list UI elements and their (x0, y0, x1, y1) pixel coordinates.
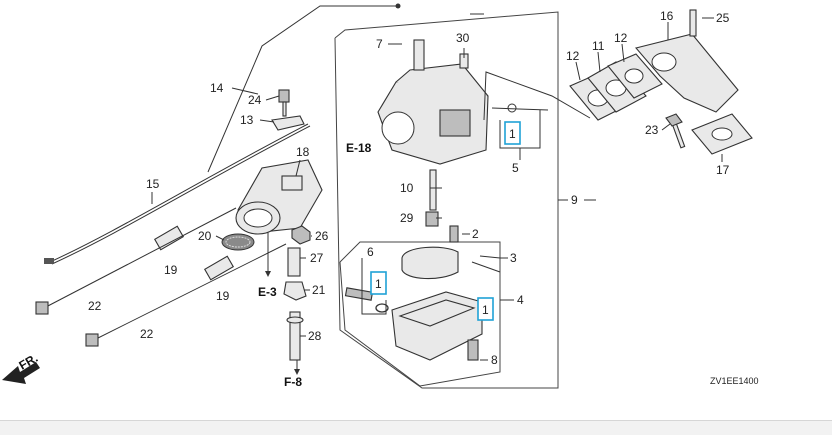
collar-lower (203, 255, 235, 281)
callout-23: 23 (645, 123, 659, 137)
nut-26 (291, 225, 311, 245)
callout-3: 3 (510, 251, 517, 265)
ref-f8: F-8 (284, 375, 302, 389)
callout-10: 10 (400, 181, 414, 195)
callout-16: 16 (660, 9, 674, 23)
callout-22-lower: 22 (140, 327, 154, 341)
leader-lines (151, 13, 723, 375)
gasket-12-inner (607, 53, 663, 99)
cable-bracket (271, 89, 305, 131)
callout-5: 5 (512, 161, 519, 175)
gasket-17 (691, 113, 753, 155)
throttle-rod (207, 3, 401, 173)
callout-1-upper: 1 (509, 127, 516, 141)
long-bolt-lower (85, 243, 287, 347)
callout-14: 14 (210, 81, 224, 95)
bottom-scroll-strip (0, 420, 832, 435)
callout-29: 29 (400, 211, 414, 225)
callout-1-lower: 1 (482, 303, 489, 317)
callout-12-right: 12 (614, 31, 628, 45)
drain-screw (344, 287, 389, 313)
callout-8: 8 (491, 353, 498, 367)
float-needle (449, 225, 459, 243)
callout-15: 15 (146, 177, 160, 191)
parts-diagram: 1 1 1 2 3 4 5 6 7 8 9 10 11 12 12 13 14 … (2, 3, 759, 389)
fuel-elbow (283, 281, 307, 301)
callout-27: 27 (310, 251, 324, 265)
front-arrow-icon: FR. (2, 351, 40, 384)
callout-19-lower: 19 (216, 289, 230, 303)
highlight-box-upper (504, 121, 521, 145)
callout-1-left: 1 (375, 277, 382, 291)
callout-12-left: 12 (566, 49, 580, 63)
fuel-joint (287, 247, 301, 277)
callout-22-upper: 22 (88, 299, 102, 313)
float-chamber (391, 291, 483, 361)
float (401, 246, 501, 280)
collar-upper (153, 225, 185, 251)
diagram-code: ZV1EE1400 (710, 376, 759, 386)
callout-25: 25 (716, 11, 730, 25)
callout-26: 26 (315, 229, 329, 243)
main-nozzle (429, 169, 437, 211)
ref-e18: E-18 (346, 141, 372, 155)
callout-28: 28 (308, 329, 322, 343)
throttle-cable (44, 123, 311, 265)
callout-19-upper: 19 (164, 263, 178, 277)
assembly-frame (334, 11, 568, 389)
callout-11: 11 (592, 39, 605, 53)
callout-18: 18 (296, 145, 310, 159)
intake-adaptor (635, 9, 739, 113)
callout-21: 21 (312, 283, 326, 297)
insulator-11 (587, 61, 647, 113)
callout-30: 30 (456, 31, 470, 45)
callout-6: 6 (367, 245, 374, 259)
bolt-23 (665, 113, 686, 149)
callout-4: 4 (517, 293, 524, 307)
callout-7: 7 (376, 37, 383, 51)
callout-24: 24 (248, 93, 262, 107)
callout-2: 2 (472, 227, 479, 241)
ref-e3: E-3 (258, 285, 277, 299)
highlight-box-lower (477, 297, 494, 321)
carburetor-body (377, 39, 489, 165)
callout-13: 13 (240, 113, 254, 127)
long-bolt-upper (35, 207, 237, 315)
pilot-screw (491, 103, 549, 113)
insulator (235, 159, 323, 235)
callout-20: 20 (198, 229, 212, 243)
callout-17: 17 (716, 163, 730, 177)
callout-9: 9 (571, 193, 578, 207)
main-jet (425, 211, 439, 227)
highlight-box-left (370, 271, 387, 295)
filter-screen (221, 233, 255, 251)
